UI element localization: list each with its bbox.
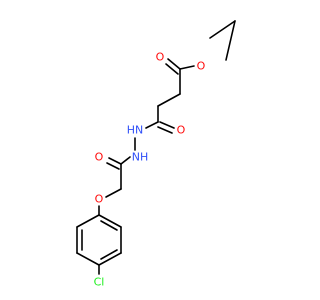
atom-labels: O O O HN NH O O Cl <box>94 51 206 289</box>
bond-ch2-ch2 <box>157 93 181 107</box>
bond-amide2-c-double-o-b <box>106 162 120 170</box>
bond-ethyl-ch3-ch2 <box>209 20 236 39</box>
atom-o-ether: O <box>95 193 104 206</box>
bond-ester-c-double-o-b <box>165 63 179 75</box>
atom-o-amide-2: O <box>95 151 104 164</box>
bond-amide1-c-n <box>145 121 159 129</box>
atom-nh-2: NH <box>132 151 149 164</box>
atom-o-ester-carbonyl: O <box>156 51 165 64</box>
bond-ester-c-double-o-a <box>167 58 181 70</box>
ring-inner-double-2 <box>100 249 118 260</box>
bond-amide2-c-double-o-a <box>108 157 122 165</box>
bond-ch2-o-ether <box>105 188 122 198</box>
bond-amide1-c-double-o-a <box>159 121 175 129</box>
molecule-structure-diagram: O O O HN NH O O Cl <box>76 20 236 289</box>
bond-ester-o-carbonyl-c <box>179 65 195 70</box>
atom-cl: Cl <box>94 276 105 289</box>
atom-nh-1: HN <box>127 124 144 137</box>
ring-bond-1 <box>98 214 122 228</box>
ring-inner-double-1 <box>100 220 118 231</box>
atom-o-ester: O <box>197 60 206 73</box>
ring-bond-3 <box>98 252 122 266</box>
ring-bond-6 <box>76 214 100 228</box>
atom-o-amide-1: O <box>177 124 186 137</box>
bond-amide1-c-double-o-b <box>157 126 173 134</box>
bonds <box>76 20 236 275</box>
bond-ethyl-ch2-o <box>225 20 236 61</box>
bond-n-amide2-c <box>120 156 131 165</box>
ring-bond-4 <box>76 252 100 266</box>
